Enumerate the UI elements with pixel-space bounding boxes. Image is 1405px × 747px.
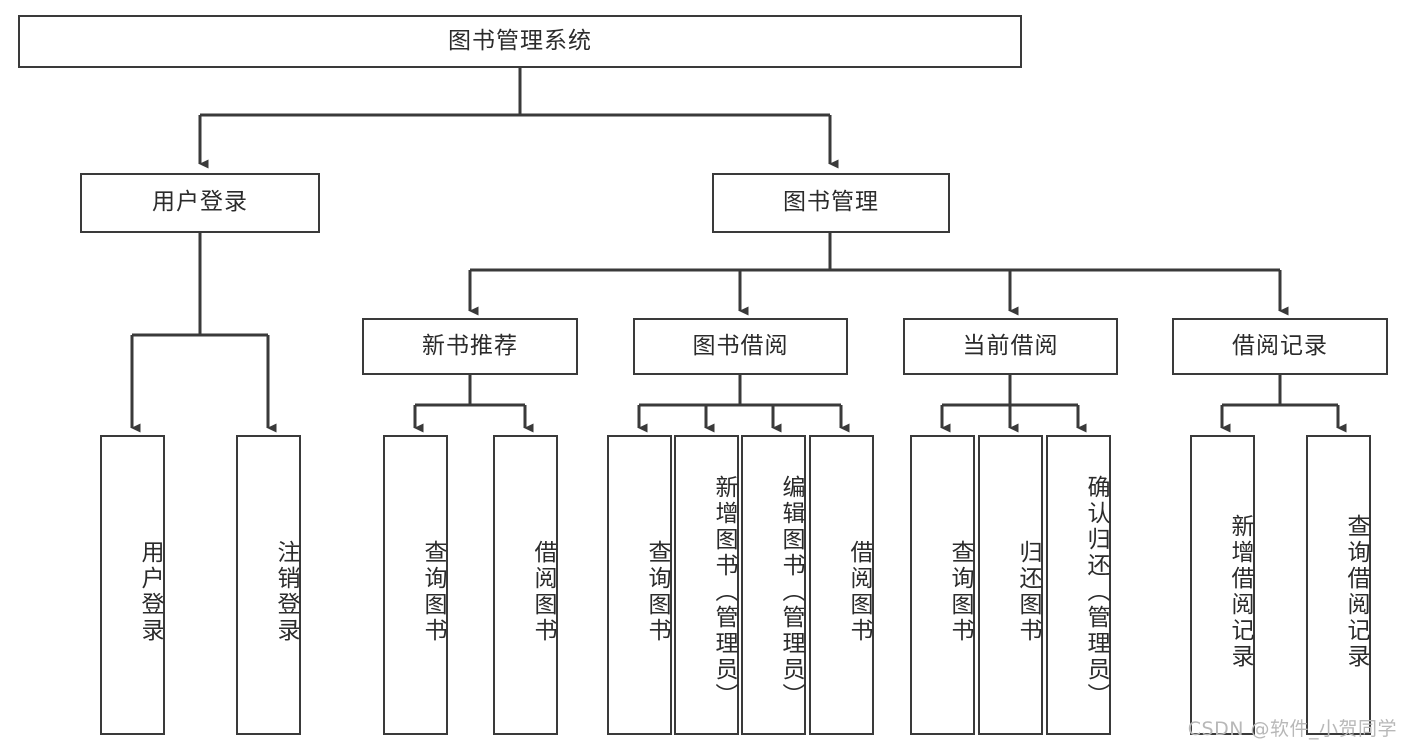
node-label: 确认归还（管理员）: [1083, 475, 1109, 709]
node-current-borrow[interactable]: 当前借阅: [903, 318, 1118, 375]
node-label: 查询图书: [947, 540, 973, 644]
node-label: 借阅图书: [846, 540, 872, 644]
node-label: 归还图书: [1015, 540, 1041, 644]
node-label: 新增借阅记录: [1227, 514, 1253, 670]
node-root-book-management-system[interactable]: 图书管理系统: [18, 15, 1022, 68]
leaf-user-login[interactable]: 用户登录: [100, 435, 165, 735]
node-label: 查询图书: [420, 540, 446, 644]
node-label: 借阅记录: [1232, 332, 1328, 359]
leaf-query-book-current[interactable]: 查询图书: [910, 435, 975, 735]
node-label: 图书借阅: [692, 332, 789, 359]
node-book-management[interactable]: 图书管理: [712, 173, 950, 233]
leaf-borrow-book[interactable]: 借阅图书: [809, 435, 874, 735]
node-book-borrow[interactable]: 图书借阅: [633, 318, 848, 375]
node-label: 当前借阅: [962, 332, 1059, 359]
node-label: 用户登录: [137, 540, 163, 644]
node-label: 图书管理: [783, 189, 879, 216]
node-label: 注销登录: [273, 540, 299, 644]
node-new-book-recommend[interactable]: 新书推荐: [362, 318, 578, 375]
node-label: 新书推荐: [422, 332, 518, 359]
leaf-add-borrow-record[interactable]: 新增借阅记录: [1190, 435, 1255, 735]
watermark-text: CSDN @软件_小贺同学: [1187, 718, 1397, 740]
leaf-logout-login[interactable]: 注销登录: [236, 435, 301, 735]
node-label: 新增图书（管理员）: [711, 475, 737, 709]
leaf-borrow-book-recommend[interactable]: 借阅图书: [493, 435, 558, 735]
node-label: 查询借阅记录: [1343, 514, 1369, 670]
node-label: 用户登录: [152, 189, 248, 216]
node-label: 借阅图书: [530, 540, 556, 644]
node-label: 编辑图书（管理员）: [778, 475, 804, 709]
leaf-query-borrow-record[interactable]: 查询借阅记录: [1306, 435, 1371, 735]
leaf-edit-book-admin[interactable]: 编辑图书（管理员）: [741, 435, 806, 735]
node-borrow-record[interactable]: 借阅记录: [1172, 318, 1388, 375]
leaf-query-book-recommend[interactable]: 查询图书: [383, 435, 448, 735]
node-user-login[interactable]: 用户登录: [80, 173, 320, 233]
leaf-return-book[interactable]: 归还图书: [978, 435, 1043, 735]
node-label: 图书管理系统: [448, 27, 592, 54]
leaf-query-book-borrow[interactable]: 查询图书: [607, 435, 672, 735]
leaf-confirm-return-admin[interactable]: 确认归还（管理员）: [1046, 435, 1111, 735]
leaf-add-book-admin[interactable]: 新增图书（管理员）: [674, 435, 739, 735]
node-label: 查询图书: [644, 540, 670, 644]
